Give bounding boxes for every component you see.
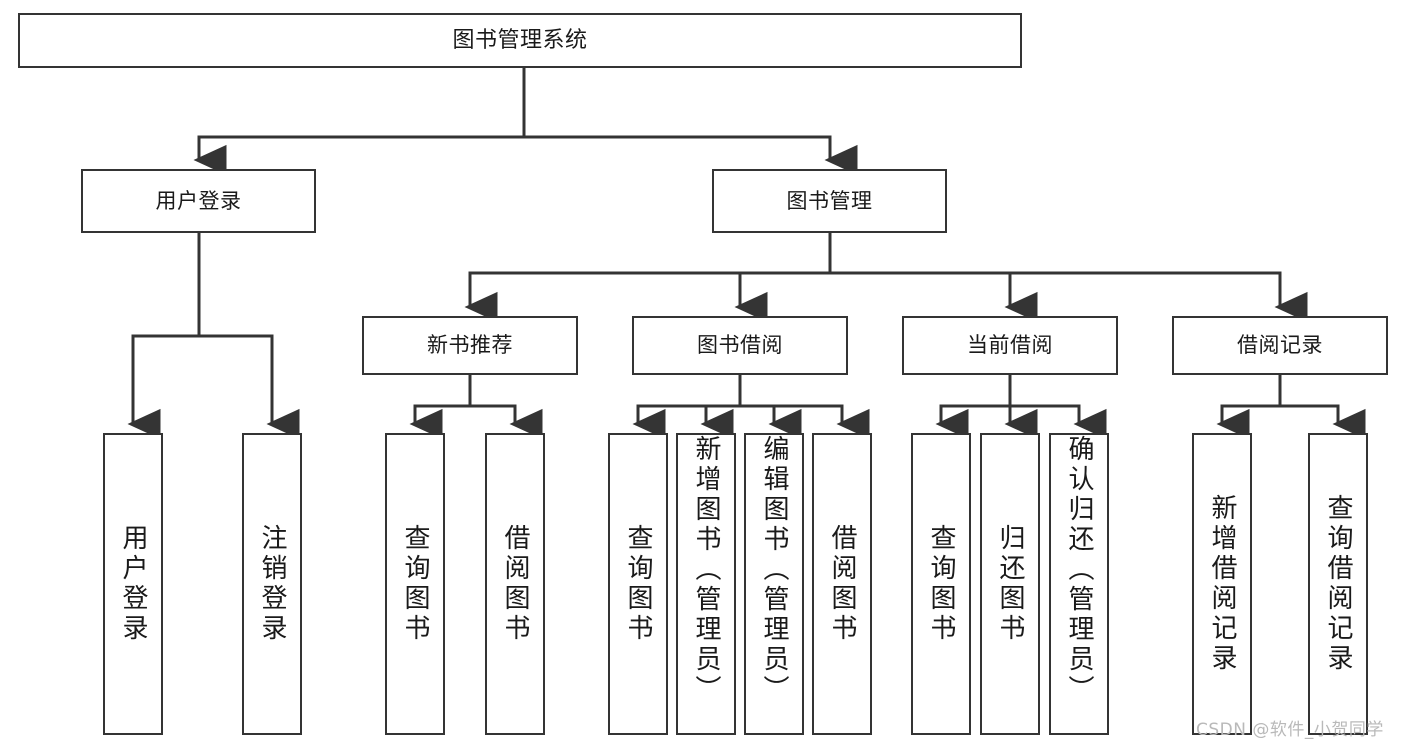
node-label: 借阅图书	[827, 524, 857, 644]
leaf-new-book-query-book[interactable]: 查询图书	[385, 433, 445, 735]
leaf-record-query-borrow-record[interactable]: 查询借阅记录	[1308, 433, 1368, 735]
node-borrow-records[interactable]: 借阅记录	[1172, 316, 1388, 375]
node-label: 用户登录	[155, 188, 242, 213]
node-label: 确认归还（管理员）	[1064, 435, 1094, 705]
node-label: 图书借阅	[697, 333, 783, 358]
leaf-book-borrow-add-book[interactable]: 新增图书（管理员）	[676, 433, 736, 735]
csdn-watermark: CSDN @软件_小贺同学	[1196, 720, 1384, 740]
node-label: 用户登录	[118, 524, 148, 644]
node-label: 当前借阅	[967, 333, 1053, 358]
leaf-current-borrow-confirm-return[interactable]: 确认归还（管理员）	[1049, 433, 1109, 735]
leaf-book-borrow-query-book[interactable]: 查询图书	[608, 433, 668, 735]
leaf-user-login-login[interactable]: 用户登录	[103, 433, 163, 735]
node-current-borrowing[interactable]: 当前借阅	[902, 316, 1118, 375]
leaf-user-login-logout[interactable]: 注销登录	[242, 433, 302, 735]
node-label: 查询图书	[623, 524, 653, 644]
node-label: 新增借阅记录	[1207, 494, 1237, 674]
node-label: 查询图书	[400, 524, 430, 644]
node-book-management[interactable]: 图书管理	[712, 169, 947, 233]
node-label: 查询图书	[926, 524, 956, 644]
leaf-current-borrow-query-book[interactable]: 查询图书	[911, 433, 971, 735]
leaf-new-book-borrow-book[interactable]: 借阅图书	[485, 433, 545, 735]
node-label: 借阅记录	[1237, 333, 1323, 358]
leaf-record-add-borrow-record[interactable]: 新增借阅记录	[1192, 433, 1252, 735]
node-new-book-recommendation[interactable]: 新书推荐	[362, 316, 578, 375]
node-user-login[interactable]: 用户登录	[81, 169, 316, 233]
node-label: 新书推荐	[427, 333, 513, 358]
leaf-book-borrow-borrow-book[interactable]: 借阅图书	[812, 433, 872, 735]
node-label: 注销登录	[257, 524, 287, 644]
node-book-borrowing[interactable]: 图书借阅	[632, 316, 848, 375]
node-label: 借阅图书	[500, 524, 530, 644]
leaf-book-borrow-edit-book[interactable]: 编辑图书（管理员）	[744, 433, 804, 735]
node-label: 归还图书	[995, 524, 1025, 644]
leaf-current-borrow-return-book[interactable]: 归还图书	[980, 433, 1040, 735]
node-label: 图书管理系统	[452, 27, 588, 53]
node-label: 查询借阅记录	[1323, 494, 1353, 674]
node-label: 图书管理	[786, 188, 873, 213]
node-root-system[interactable]: 图书管理系统	[18, 13, 1022, 68]
node-label: 新增图书（管理员）	[691, 435, 721, 705]
node-label: 编辑图书（管理员）	[759, 435, 789, 705]
